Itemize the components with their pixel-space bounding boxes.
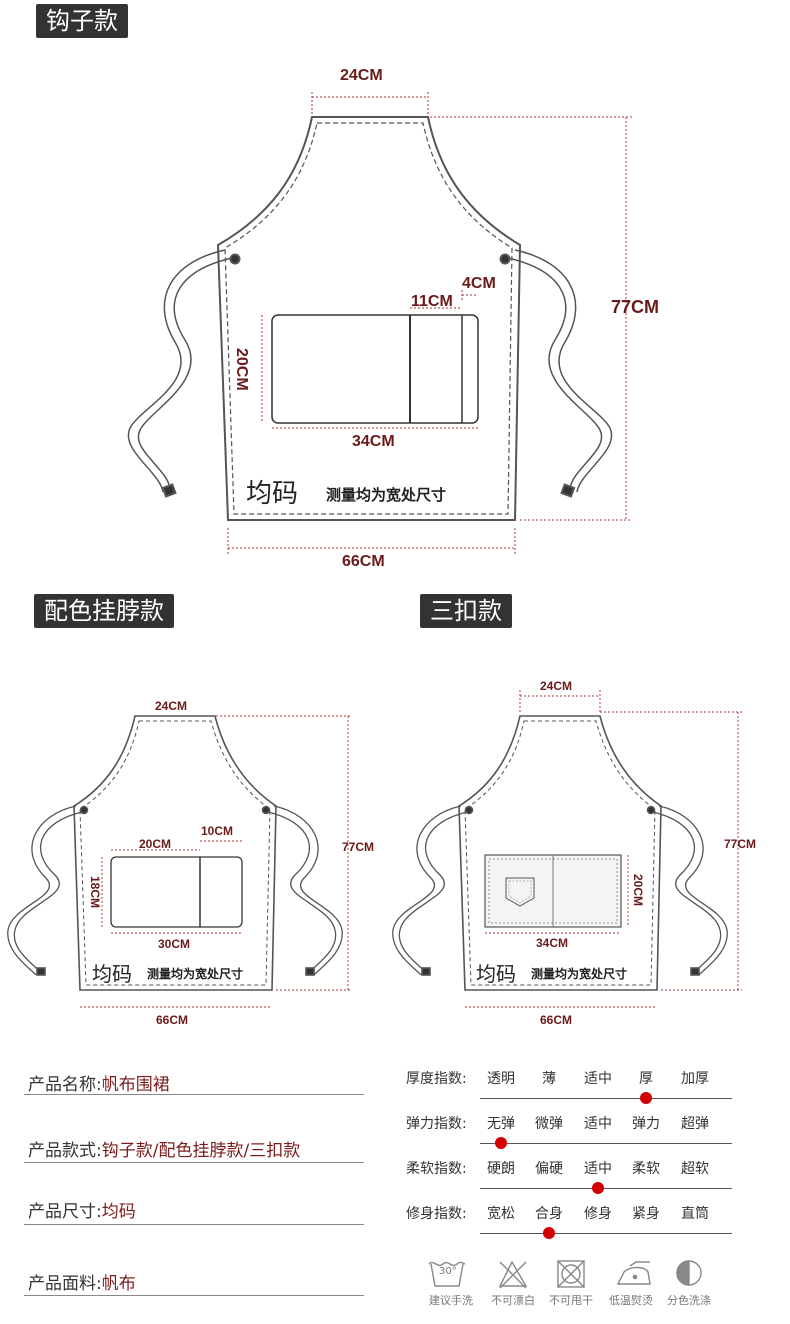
hook-height: 77CM (611, 297, 660, 317)
index-option: 加厚 (681, 1071, 709, 1087)
index-option: 修身 (584, 1206, 612, 1222)
care-label: 不可漂白 (491, 1294, 535, 1307)
index-selected-dot (592, 1182, 604, 1194)
neck-pocket-a: 20CM (139, 837, 172, 851)
index-label: 修身指数: (406, 1206, 467, 1222)
hook-pocket-height: 20CM (233, 348, 250, 391)
divider (24, 1224, 364, 1225)
product-material-row: 产品面料:帆布 (28, 1269, 136, 1294)
style-tag-three: 三扣款 (420, 594, 512, 628)
index-option: 柔软 (632, 1161, 660, 1177)
style-tag-three-label: 三扣款 (430, 597, 502, 625)
index-label: 厚度指数: (406, 1071, 467, 1087)
neck-apron-drawing (7, 715, 343, 991)
index-selected-dot (543, 1227, 555, 1239)
index-option: 薄 (542, 1071, 556, 1087)
hook-apron-drawing (127, 116, 613, 521)
product-material-label: 产品面料: (28, 1274, 102, 1294)
three-apron-drawing (392, 715, 728, 991)
wash-temp-text: 30° (439, 1266, 457, 1277)
index-scale-line (480, 1143, 732, 1144)
style-tag-hook: 钩子款 (36, 4, 128, 38)
product-style-label: 产品款式: (28, 1141, 102, 1161)
index-label: 弹力指数: (406, 1116, 467, 1132)
care-label: 分色洗涤 (667, 1294, 711, 1307)
neck-top-width: 24CM (155, 699, 188, 713)
product-size-label: 产品尺寸: (28, 1202, 102, 1222)
index-selected-dot (640, 1092, 652, 1104)
index-option: 硬朗 (487, 1161, 515, 1177)
hook-top-width: 24CM (340, 67, 383, 84)
index-scale-line (480, 1188, 732, 1189)
hook-bottom-width: 66CM (342, 553, 385, 570)
neck-height: 77CM (342, 840, 375, 854)
neck-bottom-width: 66CM (156, 1013, 189, 1027)
neck-dimension-lines (80, 715, 352, 1008)
index-option: 适中 (584, 1161, 612, 1177)
three-size-label: 均码 (476, 962, 516, 986)
divider (24, 1162, 364, 1163)
three-height: 77CM (724, 837, 757, 851)
style-tag-hook-label: 钩子款 (46, 7, 118, 35)
neck-pocket-b: 10CM (201, 824, 234, 838)
hook-dimension-lines (227, 92, 632, 555)
product-style-row: 产品款式:钩子款/配色挂脖款/三扣款 (28, 1136, 300, 1161)
three-dimension-lines (465, 690, 742, 1008)
index-selected-dot (495, 1137, 507, 1149)
hook-pocket-width: 34CM (352, 433, 395, 450)
three-pocket-height: 20CM (631, 874, 645, 907)
hook-pocket-small: 4CM (462, 275, 496, 292)
care-label: 建议手洗 (429, 1294, 473, 1307)
index-option: 紧身 (632, 1206, 660, 1222)
product-name-label: 产品名称: (28, 1075, 102, 1095)
index-option: 超弹 (681, 1116, 709, 1132)
product-size-row: 产品尺寸:均码 (28, 1197, 136, 1222)
index-option: 适中 (584, 1116, 612, 1132)
product-material-value: 帆布 (101, 1274, 136, 1294)
three-measure-note: 测量均为宽处尺寸 (531, 967, 628, 981)
divider (24, 1295, 364, 1296)
index-option: 宽松 (487, 1206, 515, 1222)
product-name-row: 产品名称:帆布围裙 (28, 1070, 170, 1095)
index-option: 超软 (681, 1161, 709, 1177)
style-tag-neck-label: 配色挂脖款 (44, 597, 164, 625)
style-tag-neck: 配色挂脖款 (34, 594, 174, 628)
hook-measure-note: 测量均为宽处尺寸 (326, 486, 447, 504)
index-scale-line (480, 1233, 732, 1234)
index-option: 合身 (535, 1206, 563, 1222)
product-size-value: 均码 (101, 1202, 136, 1222)
index-scale-line (480, 1098, 732, 1099)
index-label: 柔软指数: (406, 1161, 467, 1177)
neck-pocket-height: 18CM (88, 876, 102, 909)
index-option: 无弹 (487, 1116, 515, 1132)
neck-measure-note: 测量均为宽处尺寸 (147, 967, 244, 981)
index-option: 直筒 (681, 1206, 709, 1222)
neck-size-label: 均码 (92, 962, 132, 986)
neck-pocket-width: 30CM (158, 937, 191, 951)
index-option: 弹力 (632, 1116, 660, 1132)
index-option: 厚 (639, 1071, 653, 1087)
care-label: 不可甩干 (549, 1294, 593, 1307)
product-style-value: 钩子款/配色挂脖款/三扣款 (101, 1141, 301, 1161)
hook-pocket-mid: 11CM (411, 293, 453, 310)
index-option: 透明 (487, 1071, 515, 1087)
care-label: 低温熨烫 (609, 1294, 653, 1307)
three-bottom-width: 66CM (540, 1013, 573, 1027)
index-option: 偏硬 (535, 1161, 563, 1177)
divider (24, 1094, 364, 1095)
index-option: 适中 (584, 1071, 612, 1087)
three-pocket-width: 34CM (536, 936, 569, 950)
product-name-value: 帆布围裙 (101, 1075, 170, 1095)
hook-size-label: 均码 (246, 479, 299, 509)
three-top-width: 24CM (540, 679, 573, 693)
index-option: 微弹 (535, 1116, 563, 1132)
